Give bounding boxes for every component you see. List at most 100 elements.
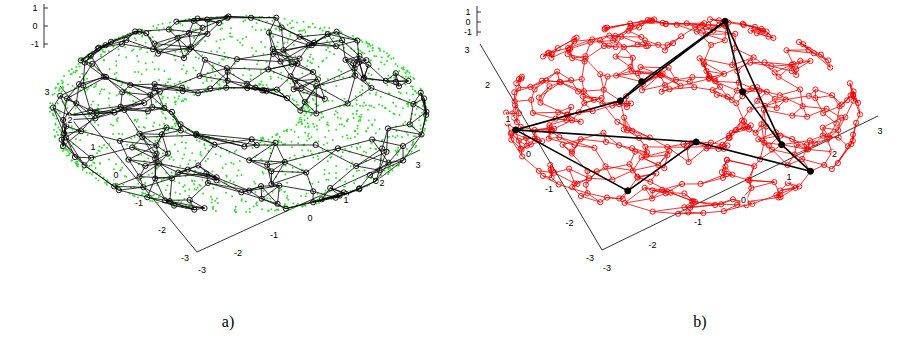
sample-dot: [218, 84, 220, 86]
sample-dot: [283, 191, 285, 193]
sample-dot: [287, 199, 289, 201]
sample-dot: [356, 110, 358, 112]
sample-dot: [141, 36, 143, 38]
sample-dot: [298, 30, 300, 32]
sample-dot: [333, 53, 335, 55]
sample-dot: [67, 151, 69, 153]
graph-edge: [124, 110, 142, 137]
sample-dot: [335, 165, 337, 167]
sample-dot: [53, 115, 55, 117]
graph-edge: [271, 171, 306, 172]
sample-dot: [409, 153, 411, 155]
sample-dot: [146, 51, 148, 53]
sample-dot: [61, 79, 63, 81]
sample-dot: [307, 60, 309, 62]
sample-dot: [406, 92, 408, 94]
sample-dot: [242, 44, 244, 46]
sample-dot: [211, 202, 213, 204]
sample-dot: [71, 160, 73, 162]
graph-edge: [371, 88, 413, 104]
sample-dot: [347, 137, 349, 139]
sample-dot: [409, 75, 411, 77]
sample-dot: [209, 144, 211, 146]
graph-edge: [241, 192, 261, 198]
sample-dot: [55, 118, 57, 120]
sample-dot: [423, 130, 425, 132]
sample-dot: [371, 123, 373, 125]
sample-dot: [309, 109, 311, 111]
sample-dot: [233, 181, 235, 183]
sample-dot: [55, 87, 57, 89]
sample-dot: [378, 68, 380, 70]
sample-dot: [276, 45, 278, 47]
sample-dot: [151, 195, 153, 197]
sample-dot: [71, 68, 73, 70]
sample-dot: [61, 82, 63, 84]
sample-dot: [328, 100, 330, 102]
graph-edge: [316, 86, 317, 113]
sample-dot: [87, 134, 89, 136]
graph-edge: [387, 128, 388, 151]
sample-dot: [88, 165, 90, 167]
sample-dot: [307, 126, 309, 128]
sample-dot: [300, 195, 302, 197]
sample-dot: [189, 159, 191, 161]
sample-dot: [93, 162, 95, 164]
sample-dot: [117, 117, 119, 119]
sample-dot: [356, 170, 358, 172]
sample-dot: [301, 206, 303, 208]
sample-dot: [217, 202, 219, 204]
sample-dot: [106, 147, 108, 149]
sample-dot: [245, 200, 247, 202]
sample-dot: [304, 126, 306, 128]
sample-dot: [367, 127, 369, 129]
sample-dot: [325, 189, 327, 191]
graph-edge: [119, 187, 143, 190]
sample-dot: [399, 114, 401, 116]
sample-dot: [283, 42, 285, 44]
sample-dot: [403, 68, 405, 70]
sample-dot: [378, 103, 380, 105]
sample-dot: [340, 155, 342, 157]
graph-edge: [249, 160, 285, 162]
sample-dot: [299, 116, 301, 118]
sample-dot: [284, 143, 286, 145]
sample-dot: [279, 136, 281, 138]
sample-dot: [141, 73, 143, 75]
sample-dot: [201, 179, 203, 181]
sample-dot: [253, 181, 255, 183]
sample-dot: [358, 120, 360, 122]
sample-dot: [167, 97, 169, 99]
sample-dot: [266, 197, 268, 199]
graph-edge: [268, 69, 295, 80]
sample-dot: [398, 165, 400, 167]
sample-dot: [327, 78, 329, 80]
sample-dot: [394, 137, 396, 139]
sample-dot: [256, 63, 258, 65]
sample-dot: [184, 190, 186, 192]
sample-dot: [213, 187, 215, 189]
sample-dot: [212, 69, 214, 71]
graph-edge: [85, 45, 106, 62]
sample-dot: [140, 154, 142, 156]
sample-dot: [214, 200, 216, 202]
sample-dot: [405, 75, 407, 77]
sample-dot: [361, 89, 363, 91]
sample-dot: [335, 172, 337, 174]
sample-dot: [311, 113, 313, 115]
graph-edge: [370, 175, 376, 181]
sample-dot: [255, 29, 257, 31]
graph-edge: [208, 183, 241, 192]
sample-dot: [182, 157, 184, 159]
sample-dot: [305, 195, 307, 197]
sample-dot: [365, 41, 367, 43]
sample-dot: [296, 101, 298, 103]
sample-dot: [229, 36, 231, 38]
sample-dot: [354, 136, 356, 138]
graph-edge: [155, 154, 156, 179]
sample-dot: [375, 55, 377, 57]
sample-dot: [286, 197, 288, 199]
graph-edge: [316, 68, 354, 86]
sample-dot: [264, 28, 266, 30]
sample-dot: [362, 105, 364, 107]
